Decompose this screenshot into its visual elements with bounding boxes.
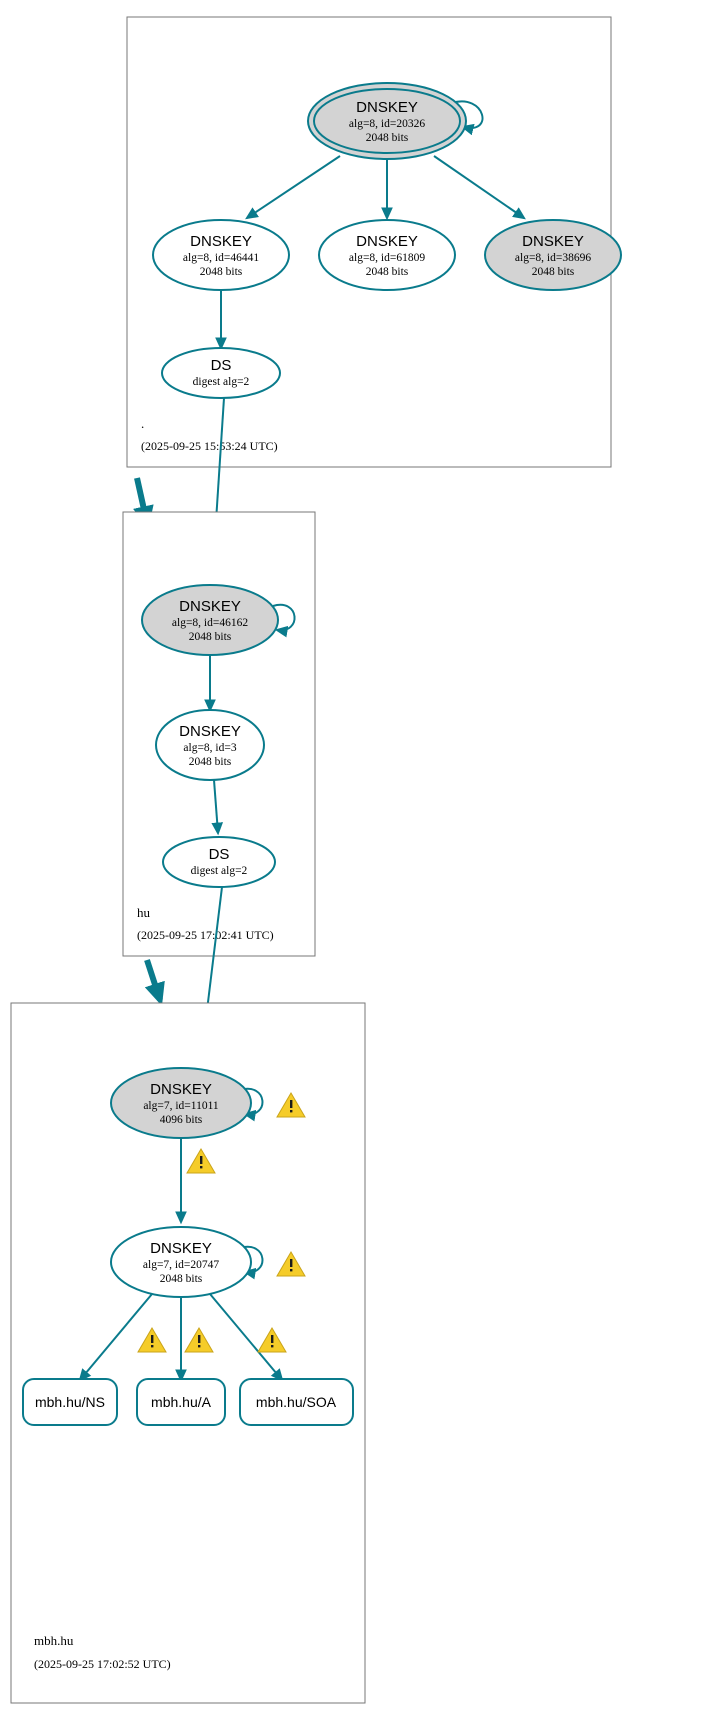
- node-root-ds-title: DS: [211, 357, 232, 374]
- node-hu-ksk[interactable]: DNSKEY alg=8, id=46162 2048 bits: [141, 584, 279, 656]
- node-hu-ds-title: DS: [209, 846, 230, 863]
- warning-icon-rr-ns: [137, 1327, 167, 1353]
- node-root-ds-line2: digest alg=2: [193, 376, 250, 388]
- node-mbh-zsk-line2: alg=7, id=20747: [143, 1259, 219, 1271]
- node-root-zsk-61809-title: DNSKEY: [356, 233, 418, 250]
- edge-mbh-zsk-to-rr-ns: [78, 1293, 153, 1382]
- node-rr-a[interactable]: mbh.hu/A: [136, 1378, 226, 1426]
- node-root-zsk-38696[interactable]: DNSKEY alg=8, id=38696 2048 bits: [484, 219, 622, 291]
- node-hu-ksk-line3: 2048 bits: [189, 631, 232, 643]
- zone-timestamp-root: (2025-09-25 15:53:24 UTC): [141, 439, 278, 453]
- edge-mbh-zsk-to-rr-soa: [209, 1293, 284, 1382]
- node-rr-soa[interactable]: mbh.hu/SOA: [239, 1378, 354, 1426]
- node-root-ds[interactable]: DS digest alg=2: [161, 347, 281, 399]
- self-loop-hu-ksk: [272, 603, 296, 638]
- node-root-zsk-46441-line3: 2048 bits: [200, 266, 243, 278]
- node-rr-a-label: mbh.hu/A: [151, 1394, 212, 1410]
- node-hu-ds[interactable]: DS digest alg=2: [162, 836, 276, 888]
- zone-label-root: .: [141, 416, 144, 431]
- node-root-zsk-46441[interactable]: DNSKEY alg=8, id=46441 2048 bits: [152, 219, 290, 291]
- node-mbh-ksk-title: DNSKEY: [150, 1081, 212, 1098]
- node-hu-ksk-title: DNSKEY: [179, 598, 241, 615]
- node-root-zsk-61809-line2: alg=8, id=61809: [349, 252, 425, 264]
- node-mbh-ksk[interactable]: DNSKEY alg=7, id=11011 4096 bits: [110, 1067, 252, 1139]
- zone-delegation-hu-to-mbhhu: [144, 959, 165, 1006]
- node-root-zsk-46441-title: DNSKEY: [190, 233, 252, 250]
- warning-icon-mbh-ksk-to-zsk: [186, 1148, 216, 1174]
- zone-label-hu: hu: [137, 905, 151, 920]
- edge-root-ksk-to-zsk-46441: [245, 155, 341, 220]
- node-root-ksk[interactable]: DNSKEY alg=8, id=20326 2048 bits: [307, 82, 467, 160]
- node-hu-zsk[interactable]: DNSKEY alg=8, id=3 2048 bits: [155, 709, 265, 781]
- node-hu-zsk-line2: alg=8, id=3: [183, 742, 236, 754]
- node-rr-soa-label: mbh.hu/SOA: [256, 1394, 337, 1410]
- edge-root-ksk-to-zsk-38696: [433, 155, 526, 220]
- node-root-ksk-title: DNSKEY: [356, 99, 418, 116]
- node-root-ksk-line3: 2048 bits: [366, 132, 409, 144]
- node-hu-ksk-line2: alg=8, id=46162: [172, 617, 248, 629]
- node-root-zsk-61809[interactable]: DNSKEY alg=8, id=61809 2048 bits: [318, 219, 456, 291]
- node-root-zsk-38696-title: DNSKEY: [522, 233, 584, 250]
- zone-timestamp-hu: (2025-09-25 17:02:41 UTC): [137, 928, 274, 942]
- node-hu-zsk-title: DNSKEY: [179, 723, 241, 740]
- node-root-zsk-61809-line3: 2048 bits: [366, 266, 409, 278]
- zone-label-mbhhu: mbh.hu: [34, 1633, 74, 1648]
- node-mbh-zsk-line3: 2048 bits: [160, 1273, 203, 1285]
- zone-timestamp-mbhhu: (2025-09-25 17:02:52 UTC): [34, 1657, 171, 1671]
- node-mbh-zsk-title: DNSKEY: [150, 1240, 212, 1257]
- edge-hu-zsk-to-ds: [211, 779, 224, 836]
- warning-icon-rr-a: [184, 1327, 214, 1353]
- node-hu-ds-line2: digest alg=2: [191, 865, 248, 877]
- node-rr-ns[interactable]: mbh.hu/NS: [22, 1378, 118, 1426]
- node-rr-ns-label: mbh.hu/NS: [35, 1394, 105, 1410]
- node-mbh-zsk[interactable]: DNSKEY alg=7, id=20747 2048 bits: [110, 1226, 252, 1298]
- self-loop-mbh-ksk: [239, 1087, 264, 1122]
- node-mbh-ksk-line2: alg=7, id=11011: [143, 1100, 219, 1112]
- warning-icon-rr-soa: [257, 1327, 287, 1353]
- node-root-zsk-46441-line2: alg=8, id=46441: [183, 252, 259, 264]
- node-hu-zsk-line3: 2048 bits: [189, 756, 232, 768]
- self-loop-root-ksk: [451, 100, 484, 136]
- node-mbh-ksk-line3: 4096 bits: [160, 1114, 203, 1126]
- warning-icon-mbh-ksk-selfsig: [276, 1092, 306, 1118]
- warning-icon-mbh-zsk-selfsig: [276, 1251, 306, 1277]
- node-root-zsk-38696-line2: alg=8, id=38696: [515, 252, 591, 264]
- node-root-ksk-line2: alg=8, id=20326: [349, 118, 425, 130]
- node-root-zsk-38696-line3: 2048 bits: [532, 266, 575, 278]
- self-loop-mbh-zsk: [239, 1245, 264, 1280]
